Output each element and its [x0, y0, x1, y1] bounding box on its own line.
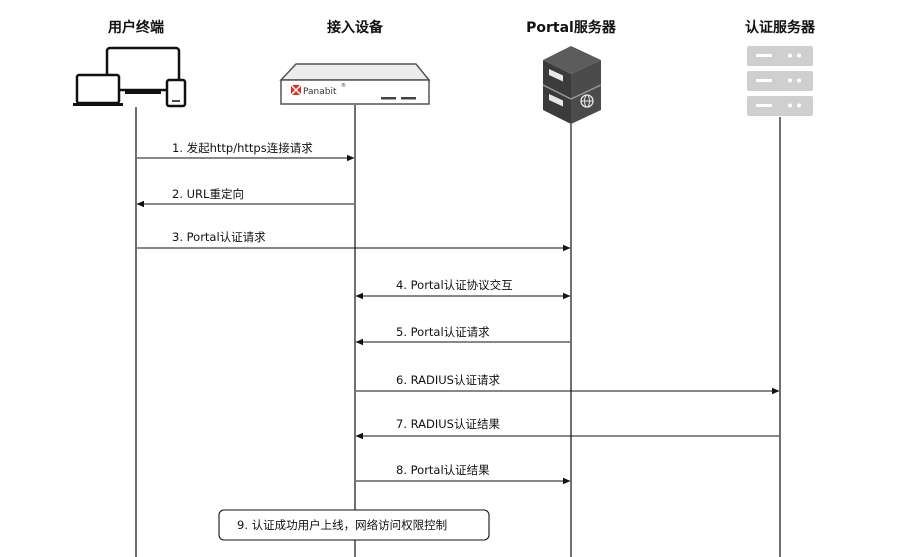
message-label: 3. Portal认证请求 — [172, 230, 266, 244]
auth-server-icon — [747, 46, 813, 116]
actor-title-portal: Portal服务器 — [526, 19, 617, 36]
message-label: 1. 发起http/https连接请求 — [172, 141, 313, 155]
message-label: 6. RADIUS认证请求 — [396, 373, 500, 387]
panabit-trademark: ® — [341, 82, 346, 89]
message-label: 7. RADIUS认证结果 — [396, 417, 500, 431]
message-3: 3. Portal认证请求 — [137, 230, 571, 252]
message-label: 4. Portal认证协议交互 — [396, 278, 513, 292]
message-1: 1. 发起http/https连接请求 — [137, 141, 355, 162]
terminal-devices-icon — [73, 46, 187, 108]
message-label: 2. URL重定向 — [172, 187, 244, 201]
panabit-logo-icon — [291, 85, 301, 95]
message-label: 8. Portal认证结果 — [396, 463, 490, 477]
actor-title-terminal: 用户终端 — [108, 19, 164, 36]
actor-title-auth: 认证服务器 — [745, 19, 816, 36]
panabit-appliance-icon: Panabit ® — [279, 63, 431, 105]
message-2: 2. URL重定向 — [136, 187, 354, 208]
message-7: 7. RADIUS认证结果 — [355, 417, 779, 440]
success-note: 9. 认证成功用户上线，网络访问权限控制 — [218, 509, 490, 541]
portal-server-icon — [542, 46, 602, 124]
panabit-brand-text: Panabit — [303, 87, 337, 97]
message-8: 8. Portal认证结果 — [356, 463, 571, 485]
message-label: 5. Portal认证请求 — [396, 325, 490, 339]
note-text: 9. 认证成功用户上线，网络访问权限控制 — [237, 518, 447, 532]
message-4: 4. Portal认证协议交互 — [355, 278, 571, 300]
message-5: 5. Portal认证请求 — [355, 325, 570, 346]
message-6: 6. RADIUS认证请求 — [356, 373, 780, 395]
globe-icon — [580, 94, 594, 108]
actor-title-access: 接入设备 — [327, 19, 384, 36]
